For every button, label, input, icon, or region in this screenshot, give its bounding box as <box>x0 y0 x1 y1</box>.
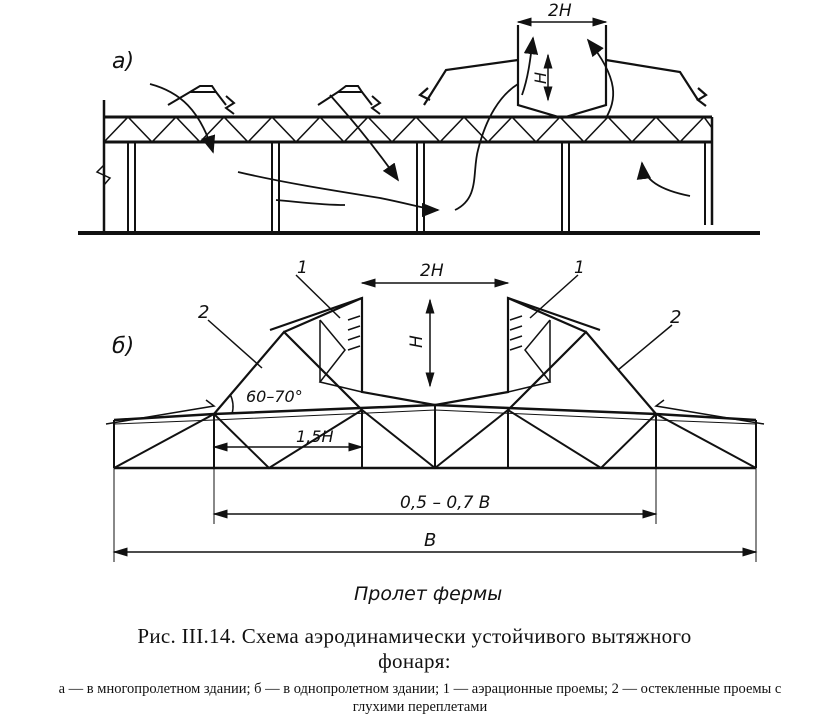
caption-title-line2: фонаря: <box>378 649 451 673</box>
panel-b-labels: 2Н Н 1 1 2 2 60–70° 1,5Н 0,5 – 0,7 В В П… <box>198 258 681 605</box>
label-1-left: 1 <box>297 258 308 278</box>
figure-caption-title: Рис. III.14. Схема аэродинамически устой… <box>0 624 829 674</box>
panel-a: а) <box>78 1 760 235</box>
panel-a-dim-h: Н <box>531 72 550 84</box>
label-2-right: 2 <box>670 307 681 328</box>
panel-b-label: б) <box>112 334 134 359</box>
panel-a-dim-2h: 2Н <box>548 1 572 21</box>
angle-label: 60–70° <box>246 387 303 406</box>
caption-title-line1: Рис. III.14. Схема аэродинамически устой… <box>137 624 692 648</box>
panel-b-truss-web <box>113 405 757 470</box>
figure-caption-legend: а — в многопролетном здании; б — в одноп… <box>58 681 782 715</box>
dim-1-5h: 1,5Н <box>296 427 333 446</box>
panel-b: б) <box>105 274 765 562</box>
panel-a-small-vents <box>167 85 382 115</box>
label-2-left: 2 <box>198 302 209 323</box>
label-1-right: 1 <box>574 258 585 278</box>
span-caption: Пролет фермы <box>354 583 502 605</box>
dim-h-bottom: Н <box>407 335 427 348</box>
dim-05-07b: 0,5 – 0,7 В <box>400 493 490 513</box>
dim-b: В <box>424 530 436 551</box>
panel-a-truss-web <box>103 115 713 144</box>
panel-a-label: а) <box>112 49 134 74</box>
panel-b-aeration-openings <box>347 315 523 351</box>
panel-a-airflow-arrows <box>149 36 691 218</box>
panel-b-lantern-frame <box>105 296 765 425</box>
panel-a-columns <box>127 142 706 233</box>
dim-2h-bottom: 2Н <box>420 261 444 281</box>
panel-a-main-lantern <box>418 17 708 120</box>
